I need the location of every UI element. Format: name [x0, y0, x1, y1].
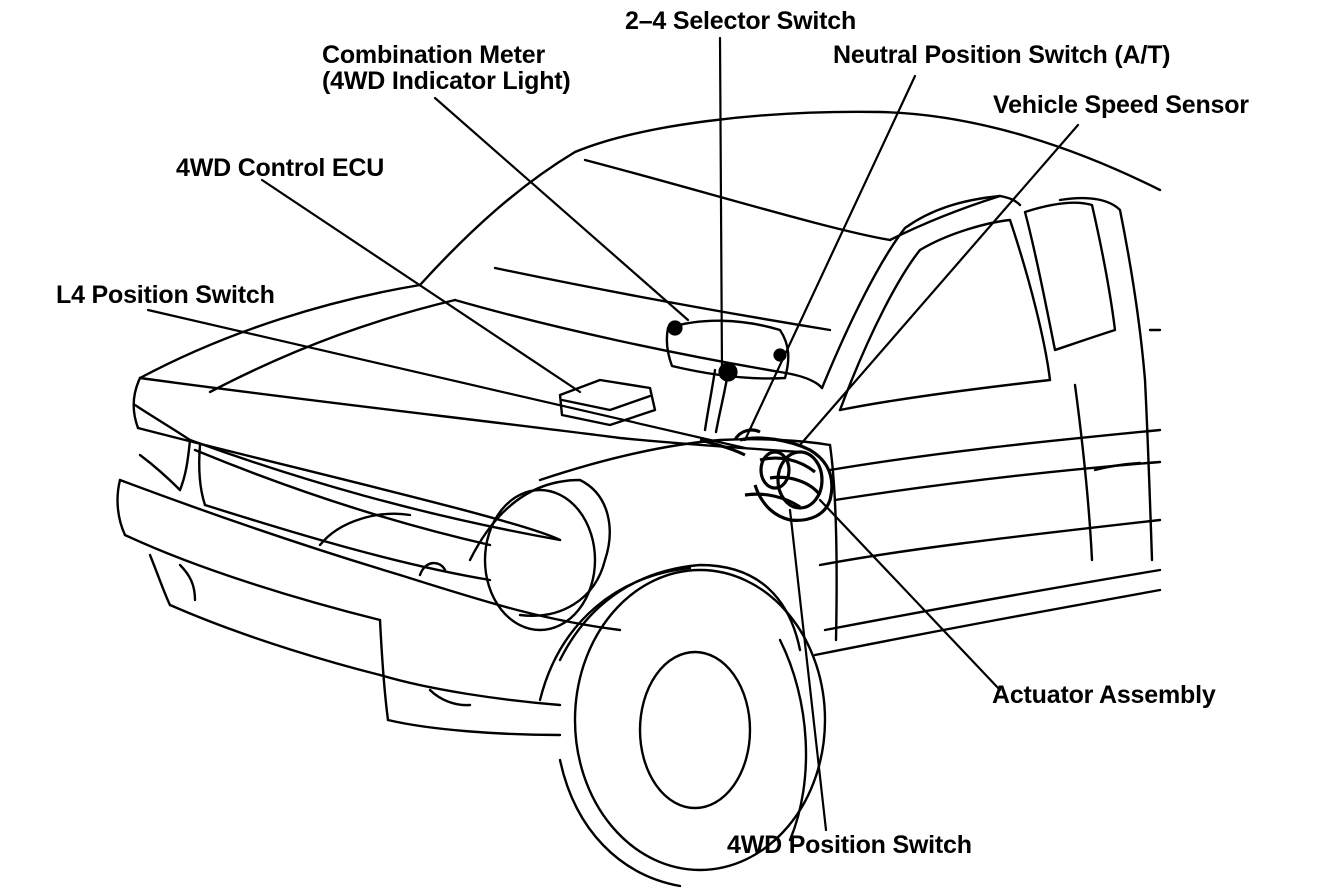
label-neutral-position-switch-text: Neutral Position Switch (A/T)	[833, 41, 1171, 69]
label-control-ecu-text: 4WD Control ECU	[176, 154, 385, 182]
label-selector-switch: 2–4 Selector Switch	[625, 8, 856, 34]
label-selector-switch-text: 2–4 Selector Switch	[625, 7, 857, 35]
label-combination-meter-line1: Combination Meter	[322, 41, 545, 69]
leader-combination-meter	[433, 96, 690, 322]
label-combination-meter: Combination Meter (4WD Indicator Light)	[322, 42, 571, 94]
label-l4-position-switch: L4 Position Switch	[56, 282, 275, 308]
leader-vehicle-speed-sensor	[798, 123, 1080, 447]
label-vehicle-speed-sensor: Vehicle Speed Sensor	[993, 92, 1249, 118]
label-actuator-assembly-text: Actuator Assembly	[992, 681, 1216, 709]
label-combination-meter-line2: (4WD Indicator Light)	[322, 67, 571, 95]
leader-4wd-position-switch	[788, 508, 828, 832]
label-4wd-position-switch-text: 4WD Position Switch	[727, 831, 972, 859]
label-control-ecu: 4WD Control ECU	[176, 155, 384, 181]
leader-selector-switch	[718, 36, 724, 374]
leader-neutral-position-switch	[743, 74, 917, 442]
label-l4-position-switch-text: L4 Position Switch	[56, 281, 275, 309]
label-4wd-position-switch: 4WD Position Switch	[727, 832, 972, 858]
leader-l4-position-switch	[146, 308, 747, 450]
label-actuator-assembly: Actuator Assembly	[992, 682, 1216, 708]
leader-actuator-assembly	[818, 498, 1002, 692]
label-vehicle-speed-sensor-text: Vehicle Speed Sensor	[993, 91, 1249, 119]
leader-control-ecu	[260, 178, 582, 394]
actuator-assembly-mechanism	[667, 320, 834, 522]
truck-body-outline	[116, 110, 1162, 888]
leader-lines	[146, 36, 1080, 832]
label-neutral-position-switch: Neutral Position Switch (A/T)	[833, 42, 1170, 68]
